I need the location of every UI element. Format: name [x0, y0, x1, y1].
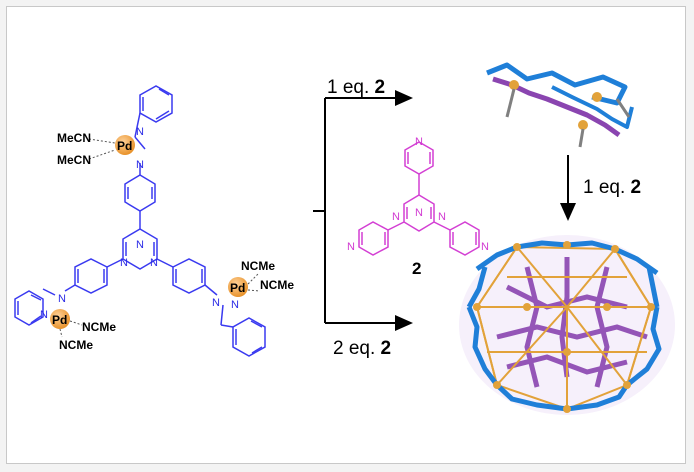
intermediate-structure — [486, 62, 634, 148]
atom-n: N — [415, 136, 423, 148]
arrow-head — [395, 315, 413, 331]
atom-n: N — [136, 159, 144, 171]
scheme-canvas: N N N N N N N N N Pd Pd Pd MeCN MeCN NCM… — [14, 62, 675, 415]
atom-n: N — [438, 211, 446, 223]
atom-n: N — [120, 257, 128, 269]
reaction-arrows — [313, 90, 576, 331]
atom-n: N — [392, 211, 400, 223]
ncme-label: NCMe — [82, 320, 116, 334]
compound-number-2: 2 — [412, 259, 421, 278]
arrow-head — [395, 90, 413, 106]
atom-n: N — [136, 239, 144, 251]
atom-n: N — [481, 241, 489, 253]
ncme-label: NCMe — [59, 338, 93, 352]
atom-n: N — [136, 126, 144, 138]
pd-label: Pd — [52, 313, 67, 327]
arrow-head — [560, 203, 576, 221]
pd-label: Pd — [230, 281, 245, 295]
atom-n: N — [40, 309, 48, 321]
pd-complex-molecule: N N N N N N N N N Pd Pd Pd MeCN MeCN NCM… — [14, 85, 294, 357]
pd-label: Pd — [117, 139, 132, 153]
atom-n: N — [231, 299, 239, 311]
two-eq-label: 2 eq. 2 — [333, 338, 391, 359]
ncme-label: NCMe — [241, 259, 275, 273]
atom-n: N — [347, 241, 355, 253]
mecn-label: MeCN — [57, 131, 91, 145]
atom-n: N — [415, 207, 423, 219]
one-eq-label-right: 1 eq. 2 — [583, 177, 641, 198]
ncme-label: NCMe — [260, 278, 294, 292]
cage-structure — [459, 235, 675, 415]
linker-2-molecule: N N N N N N 2 — [347, 136, 489, 278]
figure-frame: N N N N N N N N N Pd Pd Pd MeCN MeCN NCM… — [6, 6, 686, 464]
atom-n: N — [212, 297, 220, 309]
atom-n: N — [150, 257, 158, 269]
mecn-label: MeCN — [57, 153, 91, 167]
one-eq-label-top: 1 eq. 2 — [327, 77, 385, 98]
atom-n: N — [58, 293, 66, 305]
